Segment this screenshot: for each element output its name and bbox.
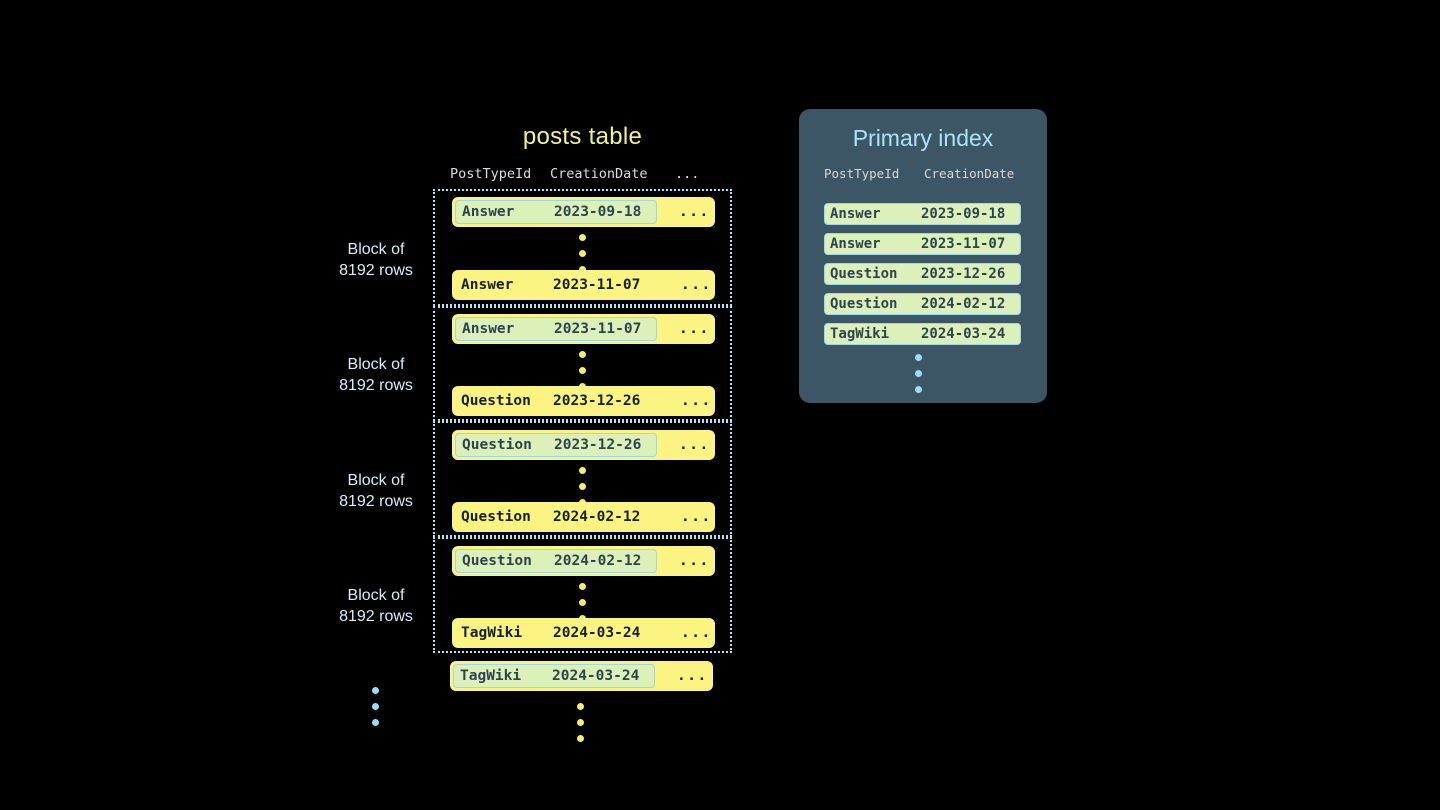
block-label-1: Block of 8192 rows (339, 241, 413, 279)
cell-ellipsis: ... (679, 437, 710, 453)
cell-creationdate: 2024-02-12 (553, 509, 641, 525)
cell-ellipsis: ... (679, 553, 710, 569)
trailing-row-container: TagWiki 2024-03-24 ... (433, 661, 732, 695)
cell-posttypeid: Question (830, 266, 898, 282)
column-header-creationdate: CreationDate (924, 166, 1015, 181)
cell-posttypeid: Question (461, 509, 531, 525)
cell-creationdate: 2024-03-24 (921, 326, 1006, 342)
column-header-ellipsis: ... (675, 166, 700, 182)
row-continuation-dots (579, 234, 587, 282)
cell-creationdate: 2024-03-24 (552, 668, 640, 684)
cell-posttypeid: TagWiki (460, 668, 522, 684)
cell-creationdate: 2023-12-26 (553, 393, 641, 409)
cell-creationdate: 2023-11-07 (921, 236, 1006, 252)
table-row: Question 2024-02-12 ... (452, 546, 715, 576)
blocks-continuation-dots (372, 687, 380, 735)
primary-index-row: Answer 2023-09-18 (824, 203, 1021, 225)
primary-index-row: Question 2023-12-26 (824, 263, 1021, 285)
cell-creationdate: 2024-02-12 (921, 296, 1006, 312)
cell-creationdate: 2023-11-07 (553, 277, 641, 293)
row-plain-mark: Question 2023-12-26 (455, 389, 657, 413)
row-plain-mark: Answer 2023-11-07 (455, 273, 657, 297)
cell-creationdate: 2024-02-12 (554, 553, 642, 569)
table-row: Answer 2023-11-07 ... (452, 270, 715, 300)
table-block-4: Question 2024-02-12 ... TagWiki 2024-03-… (433, 537, 732, 653)
cell-creationdate: 2023-12-26 (554, 437, 642, 453)
cell-posttypeid: Answer (830, 206, 881, 222)
row-highlight-mark: Question 2023-12-26 (455, 433, 657, 457)
block-label-3: Block of 8192 rows (339, 472, 413, 510)
row-plain-mark: Question 2024-02-12 (455, 505, 657, 529)
cell-posttypeid: TagWiki (830, 326, 890, 342)
cell-posttypeid: Answer (461, 277, 514, 293)
cell-creationdate: 2023-09-18 (921, 206, 1006, 222)
cell-posttypeid: Question (462, 553, 532, 569)
cell-posttypeid: Answer (462, 204, 515, 220)
primary-index-panel: Primary index PostTypeId CreationDate An… (799, 109, 1047, 403)
primary-index-row: Question 2024-02-12 (824, 293, 1021, 315)
cell-ellipsis: ... (679, 321, 710, 337)
cell-ellipsis: ... (681, 393, 712, 409)
cell-creationdate: 2023-12-26 (921, 266, 1006, 282)
cell-posttypeid: Answer (462, 321, 515, 337)
table-block-1: Answer 2023-09-18 ... Answer 2023-11-07 … (433, 189, 732, 306)
cell-posttypeid: Answer (830, 236, 881, 252)
primary-index-title: Primary index (852, 125, 994, 151)
primary-index-row: Answer 2023-11-07 (824, 233, 1021, 255)
posts-table-column-headers: PostTypeId CreationDate ... (450, 166, 713, 182)
primary-index-continuation-dots (915, 354, 923, 402)
cell-creationdate: 2024-03-24 (553, 625, 641, 641)
table-row: Question 2023-12-26 ... (452, 430, 715, 460)
table-row: TagWiki 2024-03-24 ... (450, 661, 713, 691)
block-label-2: Block of 8192 rows (339, 356, 413, 394)
table-continuation-dots (577, 703, 585, 751)
cell-ellipsis: ... (677, 668, 708, 684)
cell-creationdate: 2023-09-18 (554, 204, 642, 220)
cell-posttypeid: TagWiki (461, 625, 523, 641)
block-label-4: Block of 8192 rows (339, 587, 413, 625)
cell-posttypeid: Question (462, 437, 532, 453)
table-row: Answer 2023-11-07 ... (452, 314, 715, 344)
row-highlight-mark: Answer 2023-11-07 (455, 317, 657, 341)
cell-ellipsis: ... (679, 204, 710, 220)
table-row: Question 2024-02-12 ... (452, 502, 715, 532)
cell-posttypeid: Question (830, 296, 898, 312)
column-header-creationdate: CreationDate (550, 166, 648, 182)
primary-index-column-headers: PostTypeId CreationDate (824, 166, 1022, 181)
primary-index-row: TagWiki 2024-03-24 (824, 323, 1021, 345)
table-row: Answer 2023-09-18 ... (452, 197, 715, 227)
cell-ellipsis: ... (681, 625, 712, 641)
column-header-posttypeid: PostTypeId (450, 166, 532, 182)
row-highlight-mark: Answer 2023-09-18 (455, 200, 657, 224)
table-row: Question 2023-12-26 ... (452, 386, 715, 416)
table-block-2: Answer 2023-11-07 ... Question 2023-12-2… (433, 306, 732, 421)
table-block-3: Question 2023-12-26 ... Question 2024-02… (433, 421, 732, 537)
table-row: TagWiki 2024-03-24 ... (452, 618, 715, 648)
row-highlight-mark: TagWiki 2024-03-24 (453, 664, 655, 688)
cell-ellipsis: ... (681, 277, 712, 293)
posts-table-title: posts table (522, 123, 643, 150)
row-plain-mark: TagWiki 2024-03-24 (455, 621, 657, 645)
cell-ellipsis: ... (681, 509, 712, 525)
cell-creationdate: 2023-11-07 (554, 321, 642, 337)
cell-posttypeid: Question (461, 393, 531, 409)
column-header-posttypeid: PostTypeId (824, 166, 900, 181)
row-highlight-mark: Question 2024-02-12 (455, 549, 657, 573)
